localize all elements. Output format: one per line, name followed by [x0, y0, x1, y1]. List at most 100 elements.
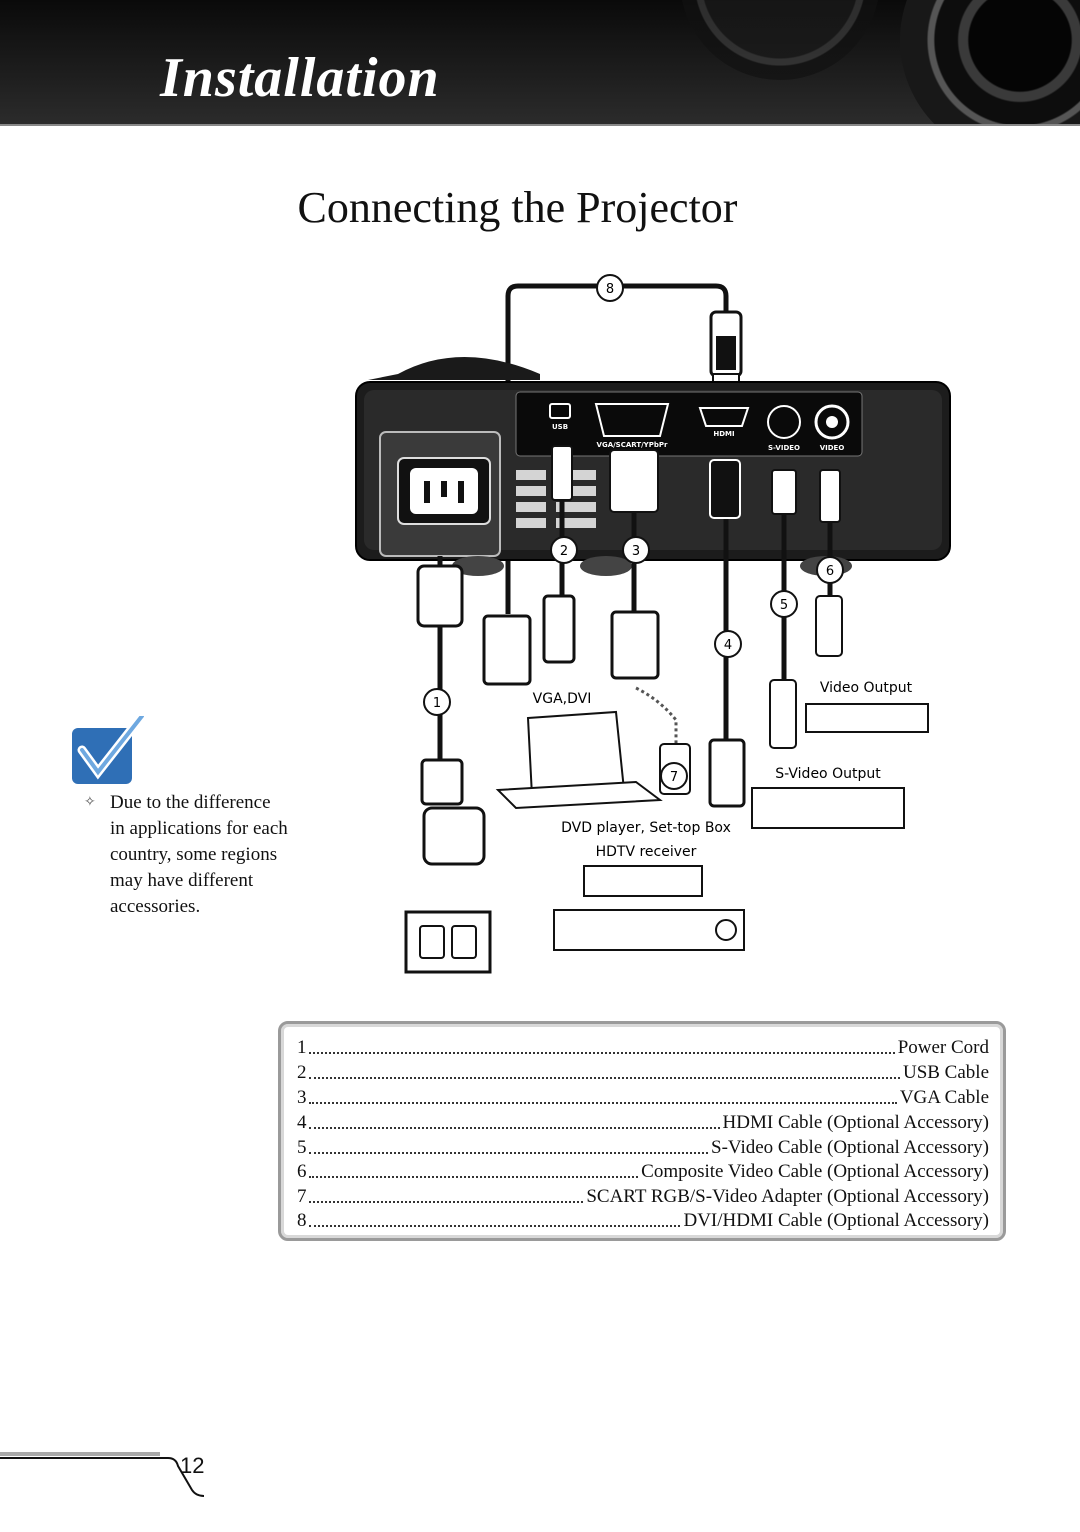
note-checkmark-icon — [72, 716, 144, 784]
port-label-video: VIDEO — [820, 444, 845, 452]
legend-label: S-Video Cable (Optional Accessory) — [711, 1137, 989, 1158]
legend-row: 5 S-Video Cable (Optional Accessory) — [297, 1134, 989, 1159]
label-video-output: Video Output — [820, 680, 913, 696]
vga-port — [594, 403, 670, 437]
vga-plug — [610, 610, 660, 680]
usb-plug — [551, 445, 573, 501]
callout-number: 7 — [670, 770, 678, 785]
legend-number: 4 — [297, 1112, 307, 1133]
port-label-usb: USB — [552, 423, 568, 431]
usb-plug — [542, 594, 576, 664]
legend-number: 7 — [297, 1186, 307, 1207]
svideo-plug — [771, 469, 797, 515]
legend-label: USB Cable — [902, 1062, 989, 1083]
callout-number: 1 — [433, 696, 441, 711]
callout-number: 5 — [780, 598, 788, 613]
svideo-plug — [769, 679, 797, 749]
legend-label: Power Cord — [897, 1037, 989, 1058]
svideo-port — [767, 405, 801, 439]
callout-circle — [622, 536, 650, 564]
port-label-svideo: S-VIDEO — [768, 444, 800, 452]
hdmi-plug-body — [716, 336, 736, 370]
callout-circle — [550, 536, 578, 564]
legend-row: 6 Composite Video Cable (Optional Accesso… — [297, 1158, 989, 1183]
callout-circle — [660, 762, 688, 790]
callout-number: 6 — [826, 564, 834, 579]
outlet-socket — [451, 925, 477, 959]
legend-row: 8 DVI/HDMI Cable (Optional Accessory) — [297, 1207, 989, 1232]
cable-legend: 1 Power Cord 2 USB Cable 3 VGA Cable 4 HDMI … — [278, 1021, 1006, 1241]
callout-circle — [770, 590, 798, 618]
callout-number: 4 — [724, 638, 732, 653]
hdmi-plug — [709, 459, 741, 519]
scart-cable — [635, 686, 678, 750]
video-device — [751, 787, 905, 829]
video-port-center — [826, 416, 838, 428]
power-cord-strain — [420, 758, 464, 806]
label-svideo-output: S-Video Output — [775, 766, 881, 782]
outlet-socket — [419, 925, 445, 959]
dvd-player — [583, 865, 703, 897]
legend-number: 8 — [297, 1210, 307, 1231]
legend-number: 2 — [297, 1062, 307, 1083]
dvi-plug — [482, 614, 532, 686]
laptop-base — [495, 780, 663, 810]
vga-plug — [609, 449, 659, 513]
legend-row: 2 USB Cable — [297, 1059, 989, 1084]
callout-number: 8 — [606, 282, 614, 297]
vcr-device — [805, 703, 929, 733]
power-pin — [424, 481, 430, 503]
section-title: Installation — [160, 47, 440, 109]
receiver-knob — [715, 919, 737, 941]
legend-number: 5 — [297, 1137, 307, 1158]
usb-port — [549, 403, 571, 419]
rca-plug — [819, 469, 841, 523]
hdmi-port — [698, 407, 750, 427]
vent-slots — [516, 470, 596, 528]
us-power-plug — [422, 806, 486, 866]
legend-row: 1 Power Cord — [297, 1034, 989, 1059]
label-hdtv: HDTV receiver — [596, 844, 697, 860]
power-pin — [441, 481, 447, 497]
legend-label: DVI/HDMI Cable (Optional Accessory) — [683, 1210, 989, 1231]
legend-label: Composite Video Cable (Optional Accessor… — [641, 1161, 989, 1182]
projector-foot — [452, 556, 504, 576]
legend-label: VGA Cable — [899, 1087, 989, 1108]
video-port — [814, 404, 850, 440]
callout-circle — [816, 556, 844, 584]
connection-diagram: USB VGA/SCART/YPbPr HDMI S-VIDEO VIDEO — [355, 274, 951, 974]
page-number: 12 — [180, 1453, 205, 1478]
rca-plug — [815, 595, 843, 657]
wall-outlet — [404, 910, 492, 974]
note-text: Due to the difference in applications fo… — [110, 792, 288, 917]
page-folio-graphic — [0, 1452, 205, 1497]
port-label-hdmi: HDMI — [713, 430, 734, 438]
projector-top — [368, 357, 540, 380]
legend-row: 4 HDMI Cable (Optional Accessory) — [297, 1109, 989, 1134]
legend-number: 1 — [297, 1037, 307, 1058]
legend-label: SCART RGB/S-Video Adapter (Optional Acce… — [586, 1186, 989, 1207]
callout-circle — [423, 688, 451, 716]
power-pin — [458, 481, 464, 503]
legend-number: 6 — [297, 1161, 307, 1182]
legend-row: 7 SCART RGB/S-Video Adapter (Optional Acc… — [297, 1183, 989, 1208]
hdmi-plug — [708, 738, 746, 808]
port-label-vga: VGA/SCART/YPbPr — [597, 441, 668, 449]
callouts: 1 2 3 4 5 6 7 8 — [423, 274, 844, 790]
callout-number: 2 — [560, 544, 568, 559]
projector-foot — [580, 556, 632, 576]
label-dvd: DVD player, Set-top Box — [561, 820, 731, 836]
label-vga-dvi: VGA,DVI — [533, 691, 592, 707]
lens-graphic — [900, 0, 1080, 126]
callout-number: 3 — [632, 544, 640, 559]
legend-label: HDMI Cable (Optional Accessory) — [722, 1112, 989, 1133]
header-banner: Installation — [0, 0, 1080, 126]
page-title: Connecting the Projector — [297, 183, 738, 232]
power-plug — [416, 564, 464, 628]
callout-circle — [714, 630, 742, 658]
header-rule — [0, 124, 1080, 126]
legend-number: 3 — [297, 1087, 307, 1108]
note-bullet-icon: ✧ — [84, 795, 96, 810]
callout-circle — [596, 274, 624, 302]
hdtv-receiver — [553, 909, 745, 951]
